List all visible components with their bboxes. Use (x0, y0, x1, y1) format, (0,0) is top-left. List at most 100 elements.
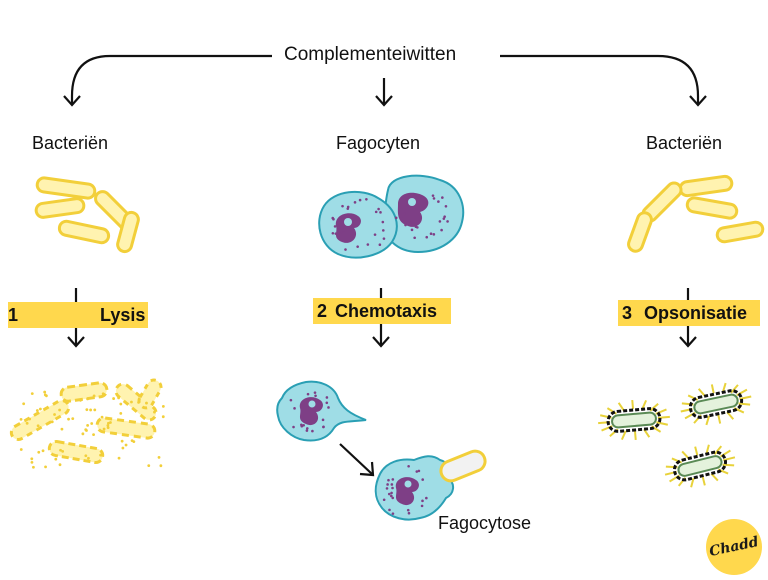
debris-dot (79, 398, 82, 402)
granule-dot (421, 499, 424, 503)
lysed-bacterium (9, 399, 71, 441)
complement-spike (730, 384, 739, 394)
bacterium-body (677, 455, 723, 477)
granule-dot (390, 483, 394, 486)
granule-dot (306, 392, 310, 396)
debris-dot (147, 464, 151, 467)
granule-dot (336, 224, 340, 227)
complement-spike (697, 388, 706, 397)
granule-dot (413, 236, 416, 240)
debris-dot (44, 465, 47, 469)
debris-dot (60, 427, 64, 431)
bacterium (715, 220, 765, 244)
granule-dot (437, 200, 440, 203)
complement-spike (738, 402, 751, 406)
debris-dot (37, 450, 41, 454)
phagocytosis-arrow (339, 443, 375, 477)
bacterium (685, 196, 739, 220)
complement-spike (633, 430, 637, 441)
granule-dot (444, 204, 448, 208)
granule-dot (394, 216, 398, 220)
granule-dot (341, 204, 344, 208)
granule-dot (415, 470, 419, 473)
opsonized-bacterium (664, 444, 736, 488)
granule-dot (353, 201, 357, 204)
granule-dot (342, 231, 346, 234)
granule-dot (327, 406, 330, 409)
debris-dot (86, 423, 90, 427)
bacterium (57, 219, 111, 245)
debris-dot (81, 432, 85, 436)
debris-dot (84, 454, 88, 458)
debris-dot (58, 463, 62, 467)
bacterium (35, 176, 97, 200)
arrowhead-left-top (63, 95, 81, 107)
granule-dot (406, 508, 410, 512)
debris-dot (119, 411, 123, 415)
heading-phagocytes: Fagocyten (336, 133, 421, 153)
debris-dot (36, 424, 40, 428)
lysed-bacterium (95, 416, 157, 440)
connector-left-curve (70, 54, 272, 104)
granule-dot (311, 429, 314, 433)
debris-dot (41, 449, 45, 453)
debris-dot (22, 402, 26, 406)
lysed-bacteria (9, 378, 165, 469)
debris-dot (99, 453, 102, 457)
debris-dot (117, 396, 121, 400)
complement-spike (643, 428, 651, 438)
page-title: Complementeiwitten (284, 44, 457, 65)
engulfed-bacterium (439, 449, 487, 483)
bacterium-body (693, 393, 739, 415)
complement-spike (641, 399, 648, 410)
debris-dot (59, 448, 62, 452)
granule-dot (409, 221, 413, 225)
granule-dot (381, 220, 385, 224)
granule-dot (387, 478, 390, 482)
granule-dot (391, 512, 395, 515)
debris-dot (89, 408, 93, 412)
complement-spike (705, 444, 710, 455)
debris-dot (43, 390, 47, 394)
opsonized-bacterium (598, 399, 670, 441)
complement-spike (657, 415, 670, 419)
step-number-2: 2 (317, 301, 328, 321)
granule-dot (293, 407, 296, 410)
debris-dot (30, 460, 34, 464)
debris-dot (84, 428, 88, 432)
granule-dot (443, 215, 446, 218)
complement-spike (705, 415, 711, 426)
granule-dot (391, 496, 395, 500)
granule-dot (404, 223, 407, 227)
granule-dot (406, 221, 410, 225)
granule-dot (325, 396, 329, 399)
complement-spike (726, 411, 735, 420)
complement-spike (719, 449, 731, 458)
granule-dot (379, 211, 382, 214)
complement-spike (721, 382, 727, 393)
complement-spike (723, 456, 736, 462)
granule-dot (321, 418, 325, 422)
connector-right-curve (500, 54, 700, 104)
debris-dot (53, 413, 56, 416)
complement-spike (617, 402, 625, 412)
granule-dot (387, 492, 391, 496)
granule-dot (410, 228, 414, 232)
granule-dot (414, 225, 418, 229)
debris-dot (50, 420, 54, 424)
engulfing-phagocyte (374, 455, 454, 521)
debris-dot (120, 439, 124, 443)
granule-dot (441, 196, 444, 199)
debris-dot (71, 417, 75, 421)
bacterium (678, 174, 734, 198)
bacteria-group-left (34, 176, 140, 254)
debris-dot (161, 404, 165, 408)
granule-dot (405, 198, 409, 201)
opsonin-coat (688, 389, 744, 419)
arrow-middle-top (375, 78, 393, 107)
granule-dot (425, 235, 429, 239)
debris-dot (53, 453, 56, 457)
complement-spike (717, 414, 722, 424)
bacterium (116, 210, 140, 254)
